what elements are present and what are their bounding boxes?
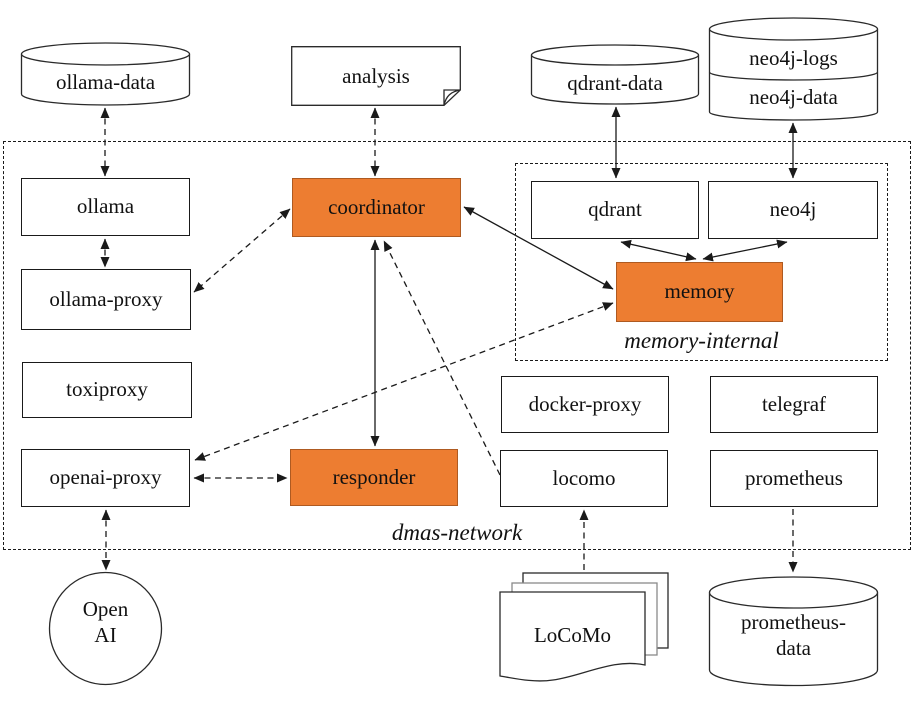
node-ollama-proxy: ollama-proxy [21,269,191,330]
node-openai-proxy: openai-proxy [21,449,190,507]
node-ollama-label: ollama [76,194,135,219]
circle-shape [48,571,163,686]
stacked-documents-shape [499,572,669,682]
node-coordinator-label: coordinator [328,194,425,219]
node-docker-proxy: docker-proxy [501,376,669,433]
node-openai-proxy-label: openai-proxy [49,465,162,490]
cylinder-shape [20,42,191,106]
external-openai-label-line2: AI [94,623,117,648]
volume-prometheus-data: prometheus- data [708,576,879,687]
node-prometheus: prometheus [710,450,878,507]
node-locomo: locomo [500,450,668,507]
node-docker-proxy-label: docker-proxy [528,391,642,416]
volume-qdrant-data: qdrant-data [530,44,700,106]
document-note-shape [291,46,461,106]
volume-prometheus-data-label-line2: data [776,636,811,661]
node-coordinator: coordinator [292,178,461,237]
node-neo4j-label: neo4j [769,197,817,222]
memory-internal-label: memory-internal [624,328,779,353]
external-openai-label-line1: Open [82,597,129,621]
node-qdrant: qdrant [531,181,699,239]
volume-qdrant-data-label: qdrant-data [567,71,663,95]
external-openai: Open AI [48,571,163,686]
node-responder-label: responder [332,464,416,489]
node-telegraf-label: telegraf [761,391,827,416]
node-qdrant-label: qdrant [588,197,642,222]
dataset-locomo: LoCoMo [498,570,671,688]
node-toxiproxy-label: toxiproxy [66,377,148,402]
node-telegraf: telegraf [710,376,878,433]
artifact-analysis-label: analysis [342,64,410,88]
volume-neo4j-data-label: neo4j-data [749,85,838,109]
network-boundary-memory-internal: memory-internal [515,163,888,361]
node-toxiproxy: toxiproxy [22,362,192,418]
node-ollama: ollama [21,178,190,236]
artifact-analysis: analysis [291,46,461,106]
node-memory-label: memory [664,279,735,304]
dataset-locomo-label: LoCoMo [533,623,611,647]
volume-neo4j-logs-label: neo4j-logs [749,46,838,70]
network-boundary-dmas: dmas-network [3,141,911,550]
volume-prometheus-data-label-line1: prometheus- [741,610,846,634]
cylinder-shape [708,576,879,687]
node-ollama-proxy-label: ollama-proxy [49,286,163,311]
cylinder-shape [530,44,700,105]
node-prometheus-label: prometheus [745,465,843,490]
node-neo4j: neo4j [708,181,878,239]
stacked-cylinder-shape [708,17,879,121]
dmas-network-label: dmas-network [391,520,523,545]
volume-ollama-data: ollama-data [20,42,191,107]
volume-ollama-data-label: ollama-data [55,70,156,94]
node-memory: memory [616,262,783,322]
volume-neo4j-stack: neo4j-logs neo4j-data [708,17,879,121]
node-responder: responder [290,449,458,506]
node-locomo-label: locomo [552,465,616,490]
